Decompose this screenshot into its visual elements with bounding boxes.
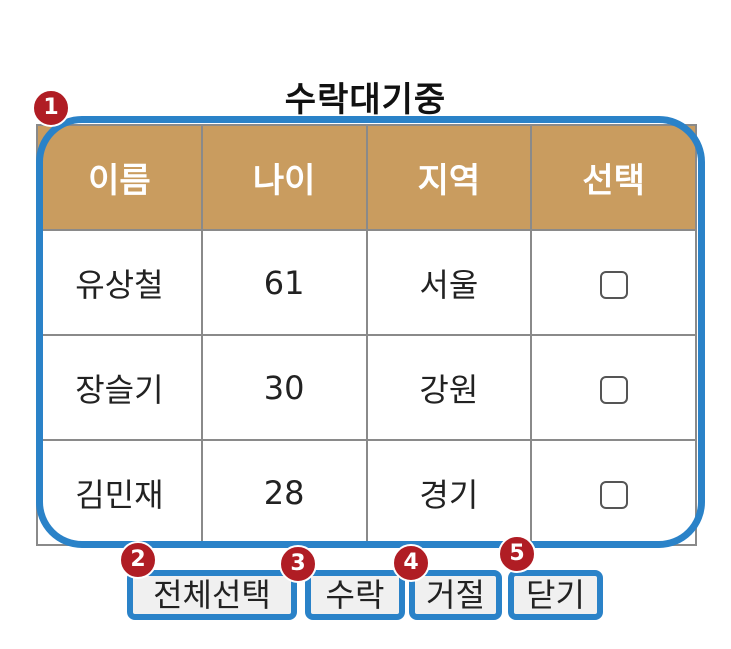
cell-age: 30: [200, 334, 368, 441]
table-row: 김민재 28 경기: [36, 439, 697, 546]
accept-button[interactable]: 수락: [305, 570, 405, 620]
column-header-name: 이름: [36, 124, 203, 231]
reject-button[interactable]: 거절: [409, 570, 502, 620]
annotation-badge-3: 3: [279, 545, 317, 583]
table-header-row: 이름 나이 지역 선택: [36, 124, 697, 231]
page-title: 수락대기중: [284, 80, 447, 120]
table-row: 장슬기 30 강원: [36, 334, 697, 441]
cell-select: [530, 334, 697, 441]
annotation-badge-5: 5: [498, 535, 536, 573]
cell-region: 경기: [365, 439, 533, 546]
annotation-badge-2: 2: [119, 541, 157, 579]
annotation-badge-1: 1: [32, 89, 70, 127]
cell-region: 서울: [365, 229, 533, 336]
row-checkbox[interactable]: [599, 270, 628, 299]
select-all-button[interactable]: 전체선택: [127, 570, 297, 620]
row-checkbox[interactable]: [599, 375, 628, 404]
column-header-age: 나이: [200, 124, 368, 231]
table-row: 유상철 61 서울: [36, 229, 697, 336]
cell-name: 김민재: [36, 439, 203, 546]
cell-age: 28: [200, 439, 368, 546]
cell-select: [530, 229, 697, 336]
cell-region: 강원: [365, 334, 533, 441]
button-row: 전체선택 수락 거절 닫기: [0, 570, 731, 620]
column-header-select: 선택: [530, 124, 697, 231]
cell-age: 61: [200, 229, 368, 336]
cell-name: 유상철: [36, 229, 203, 336]
close-button[interactable]: 닫기: [508, 570, 603, 620]
cell-select: [530, 439, 697, 546]
annotation-badge-4: 4: [392, 544, 430, 582]
pending-table: 이름 나이 지역 선택 유상철 61 서울 장슬기 30 강원 김민재 28 경…: [36, 124, 697, 546]
cell-name: 장슬기: [36, 334, 203, 441]
row-checkbox[interactable]: [599, 480, 628, 509]
column-header-region: 지역: [365, 124, 533, 231]
